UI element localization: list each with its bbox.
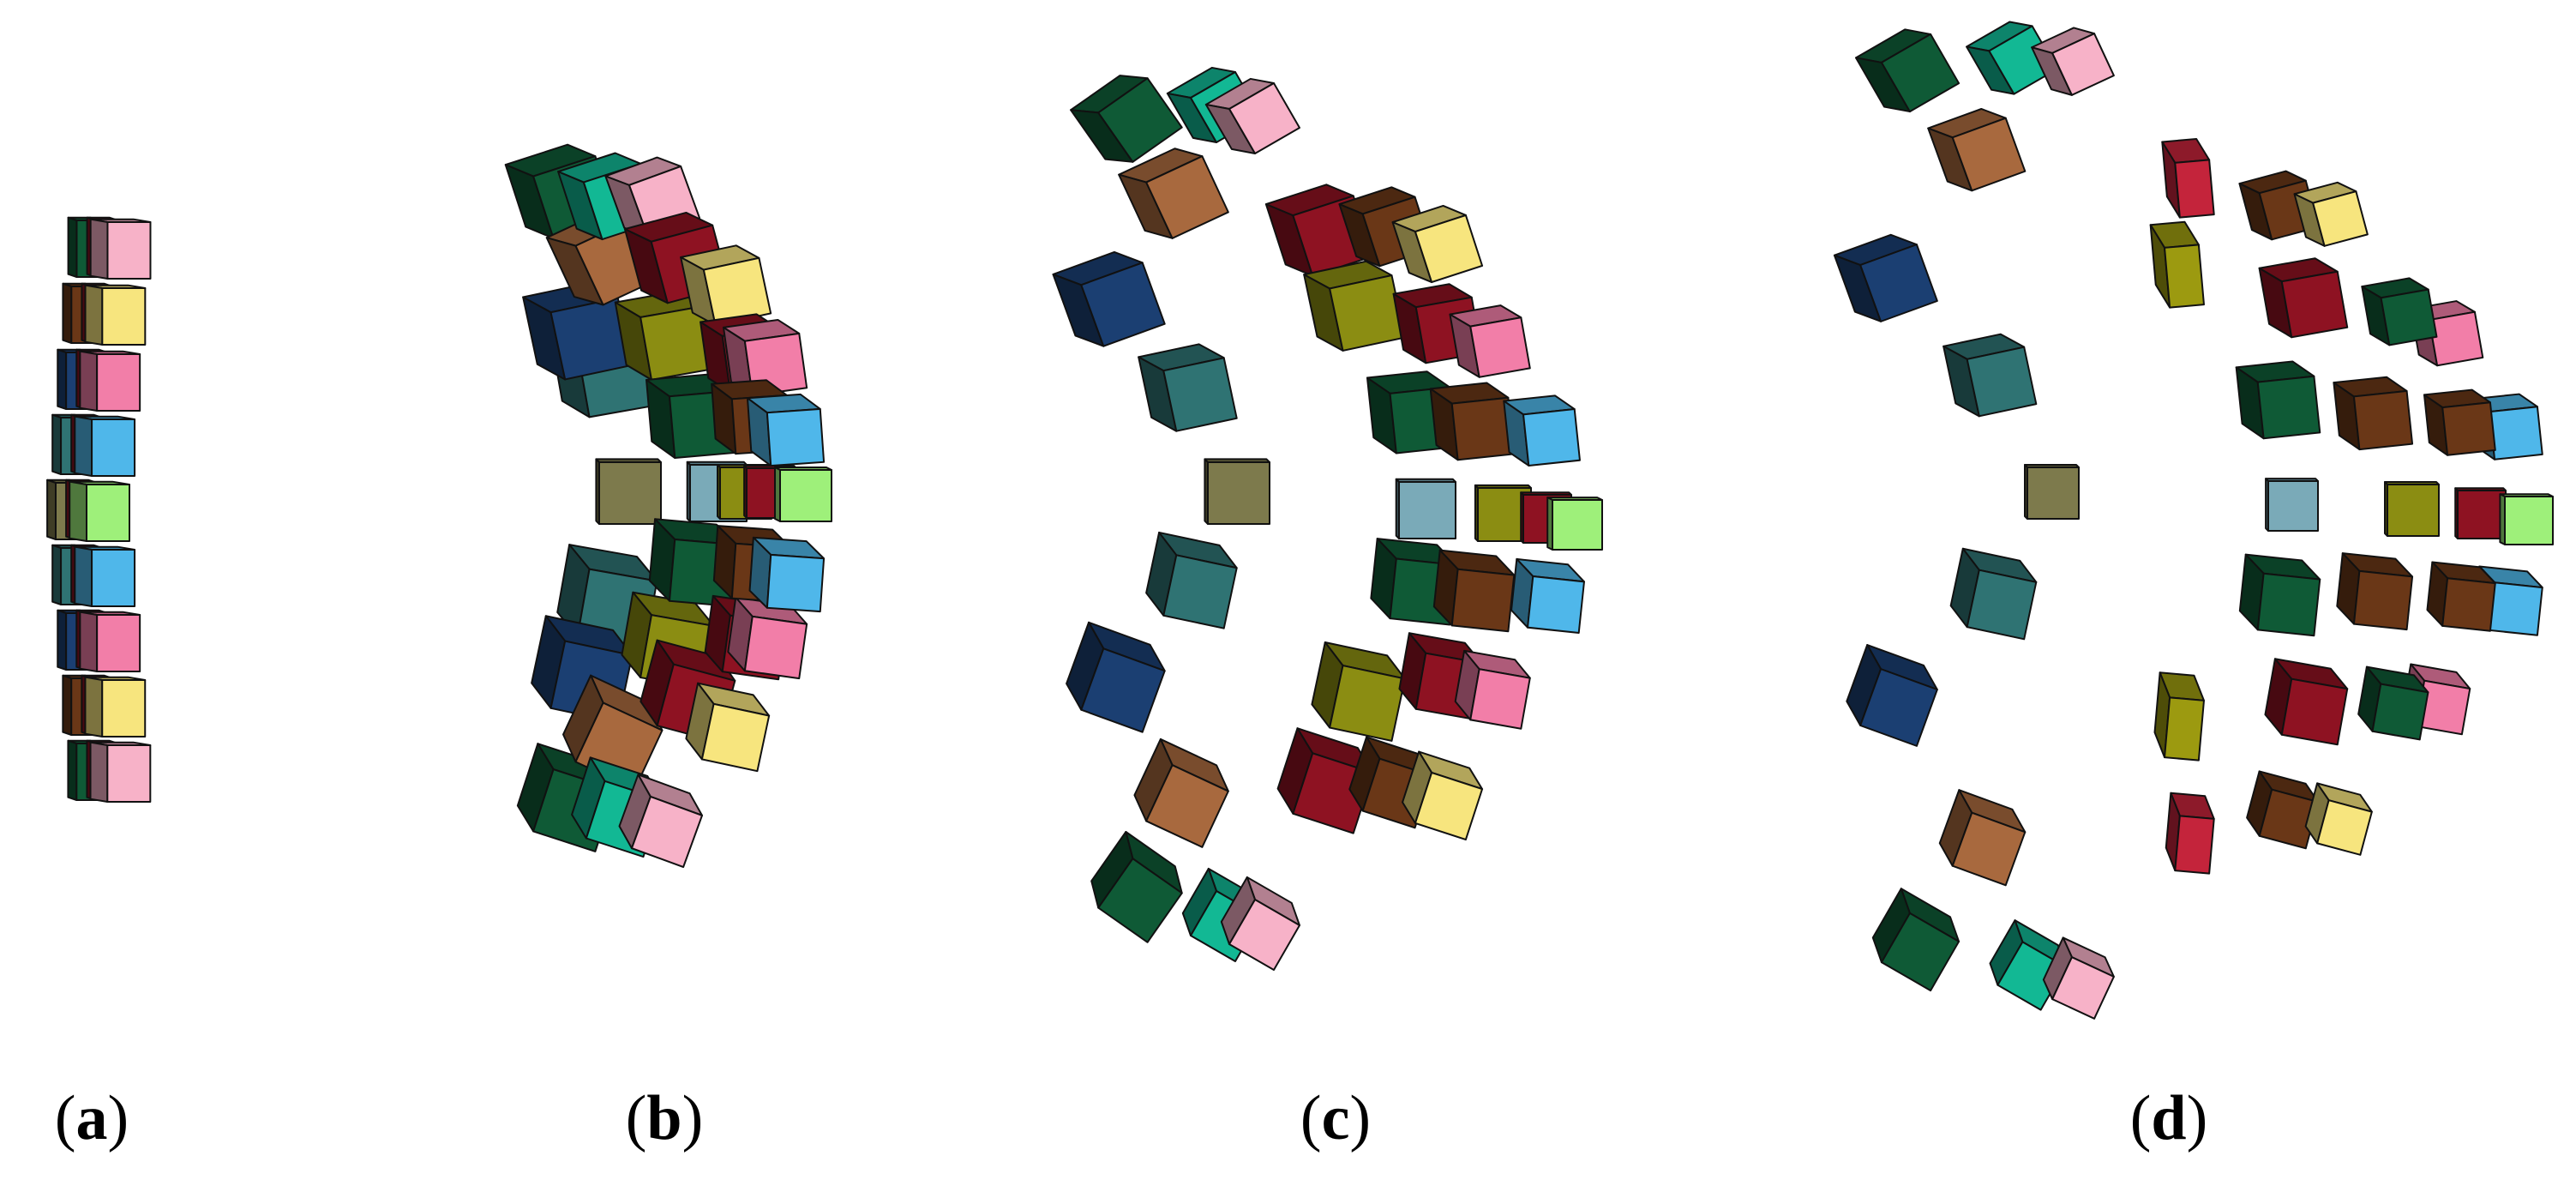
cube-red-108 [2161, 137, 2215, 219]
cube-dark-green-103 [1871, 888, 1961, 992]
cube-khaki-27 [595, 458, 662, 525]
cube-sky-blue-11 [74, 415, 136, 477]
cube-yellow-115 [2304, 782, 2373, 856]
cube-navy-64 [1066, 621, 1166, 733]
cube-brown-100 [1927, 107, 2027, 192]
cube-khaki-60 [1204, 458, 1270, 525]
cube-sea-teal-61 [1138, 343, 1238, 432]
cube-olive-40 [614, 290, 715, 381]
cube-hot-pink-55 [727, 596, 808, 680]
cube-sky-blue-90 [1503, 394, 1581, 467]
cube-olive-75 [1303, 260, 1406, 352]
cube-khaki-95 [2024, 464, 2080, 520]
cube-lime-14 [69, 480, 130, 542]
cube-pink-106 [2031, 27, 2115, 96]
cube-navy-99 [1846, 644, 1938, 747]
cube-dark-green-123 [2357, 665, 2429, 741]
cube-navy-63 [1052, 250, 1166, 347]
cube-yellow-5 [84, 284, 147, 346]
cube-dark-red-74 [1276, 727, 1374, 834]
cube-pink-2 [89, 218, 152, 280]
cube-dark-brown-113 [2246, 770, 2320, 850]
cube-mustard-110 [2149, 220, 2205, 309]
cube-yellow-114 [2293, 181, 2369, 247]
cube-yellow-44 [680, 244, 772, 327]
cube-brown-66 [1133, 738, 1229, 848]
cube-dark-green-122 [2361, 277, 2438, 346]
panel-label-d: (d) [2129, 1083, 2208, 1153]
cube-sea-teal-97 [1949, 547, 2038, 641]
cube-olive-131 [2384, 481, 2440, 537]
cube-lime-51 [774, 467, 832, 522]
cube-dark-brown-129 [2423, 388, 2496, 456]
cube-pink-72 [1220, 876, 1300, 971]
cube-brown-65 [1118, 148, 1229, 239]
cube-navy-98 [1833, 233, 1938, 322]
cube-yellow-80 [1402, 750, 1484, 841]
cube-dark-green-67 [1070, 75, 1183, 163]
cube-sky-blue-58 [746, 393, 826, 467]
cube-dark-brown-88 [1429, 382, 1516, 461]
cube-sky-blue-59 [748, 536, 826, 613]
cube-hot-pink-8 [79, 350, 141, 412]
cube-yellow-45 [685, 682, 771, 773]
cube-pink-71 [1204, 77, 1300, 154]
cube-dark-green-102 [1855, 28, 1961, 113]
cube-dark-red-132 [2454, 487, 2507, 539]
cube-dark-green-117 [2238, 553, 2321, 637]
cube-dark-brown-125 [2333, 376, 2414, 451]
cube-dark-brown-130 [2426, 561, 2496, 632]
cube-yellow-79 [1391, 204, 1484, 284]
cube-olive-76 [1311, 641, 1406, 742]
cube-dark-green-68 [1090, 830, 1183, 943]
cube-sky-blue-91 [1510, 557, 1585, 634]
cube-sea-teal-62 [1145, 531, 1238, 629]
panel-label-b: (b) [625, 1083, 704, 1153]
cube-lime-133 [2499, 493, 2554, 545]
cube-lime-94 [1546, 497, 1603, 551]
panel-label-c: (c) [1300, 1083, 1372, 1153]
cube-steel-blue-124 [2265, 478, 2319, 532]
cube-hot-pink-20 [79, 611, 141, 672]
cube-hot-pink-86 [1454, 649, 1531, 730]
cube-hot-pink-85 [1449, 304, 1531, 378]
cube-pink-107 [2042, 936, 2115, 1020]
cube-sky-blue-17 [74, 545, 136, 607]
cube-dark-green-82 [1370, 538, 1457, 626]
cube-dark-red-119 [2264, 658, 2349, 746]
cube-dark-brown-89 [1432, 549, 1516, 633]
cube-red-109 [2165, 792, 2215, 875]
cube-sea-teal-96 [1943, 333, 2038, 418]
cube-dark-green-116 [2235, 360, 2321, 440]
cube-dark-brown-126 [2336, 552, 2414, 631]
cube-dark-red-118 [2258, 257, 2349, 339]
cube-brown-101 [1938, 789, 2027, 887]
panel-label-a: (a) [54, 1083, 129, 1153]
cube-pink-26 [89, 741, 152, 803]
cube-pink-39 [618, 774, 704, 869]
cube-yellow-23 [84, 676, 147, 738]
cube-mustard-111 [2153, 671, 2205, 762]
cube-steel-blue-87 [1395, 478, 1456, 539]
cube-navy-30 [522, 281, 633, 381]
